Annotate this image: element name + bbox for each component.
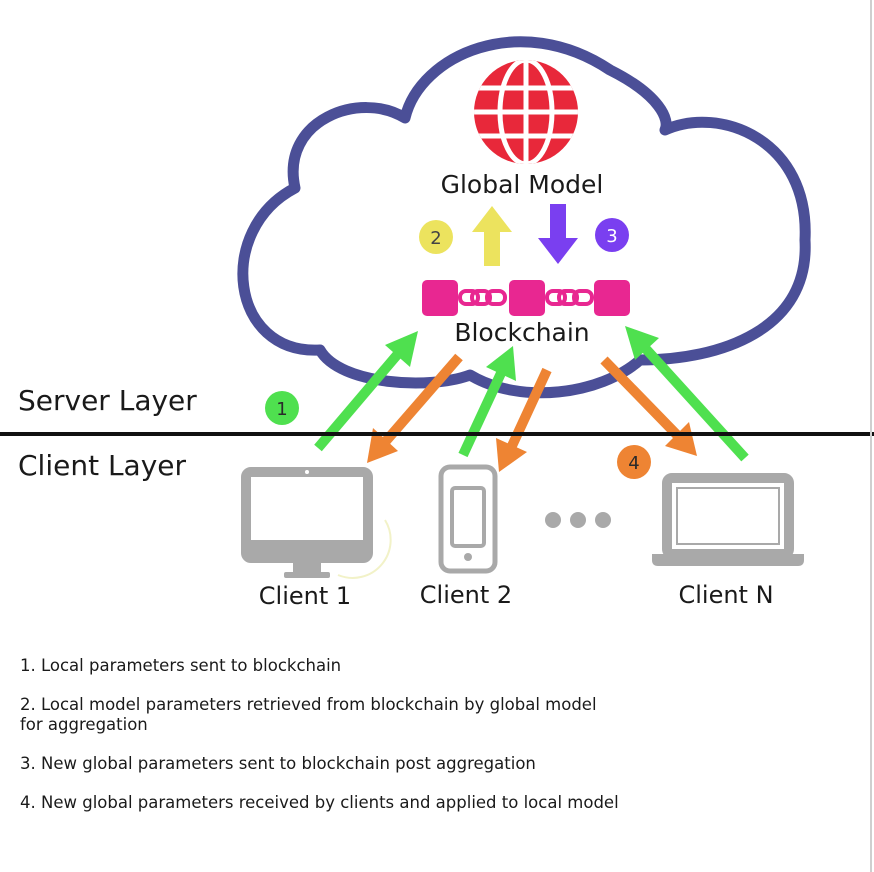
server-layer-label: Server Layer <box>18 384 197 417</box>
arrow-client1-down-orange <box>367 353 463 463</box>
badge-2: 2 <box>419 220 453 254</box>
page-edge-line <box>870 0 872 872</box>
client-2-label: Client 2 <box>420 581 512 609</box>
cloud-shape <box>237 36 811 399</box>
svg-text:4: 4 <box>628 453 639 474</box>
arrow-down-purple <box>538 204 578 264</box>
svg-text:2: 2 <box>430 228 441 249</box>
legend-item-2: 2. Local model parameters retrieved from… <box>20 695 597 734</box>
chain-link-icon <box>422 280 630 316</box>
client-1-label: Client 1 <box>259 582 351 610</box>
client-n-label: Client N <box>678 581 773 609</box>
legend-item-1: 1. Local parameters sent to blockchain <box>20 656 342 675</box>
smartphone-icon <box>438 464 498 574</box>
global-model-label: Global Model <box>441 170 604 199</box>
desktop-monitor-icon <box>241 467 392 579</box>
globe-icon <box>474 60 578 164</box>
svg-text:3: 3 <box>606 226 617 247</box>
laptop-icon <box>652 473 804 566</box>
svg-text:1: 1 <box>276 399 287 420</box>
legend-item-4: 4. New global parameters received by cli… <box>20 793 619 812</box>
arrow-clientn-down-orange <box>600 356 697 456</box>
step-legend: 1. Local parameters sent to blockchain 2… <box>20 656 840 832</box>
badge-4: 4 <box>617 445 651 479</box>
badge-1: 1 <box>265 391 299 425</box>
client-layer-label: Client Layer <box>18 449 187 482</box>
badge-3: 3 <box>595 218 629 252</box>
arrow-clientn-up-green <box>625 326 749 462</box>
legend-item-3: 3. New global parameters sent to blockch… <box>20 754 536 773</box>
arrow-client2-up-green <box>458 346 516 458</box>
blockchain-label: Blockchain <box>454 318 589 347</box>
arrow-up-yellow <box>472 206 512 266</box>
ellipsis-icon <box>545 512 611 528</box>
